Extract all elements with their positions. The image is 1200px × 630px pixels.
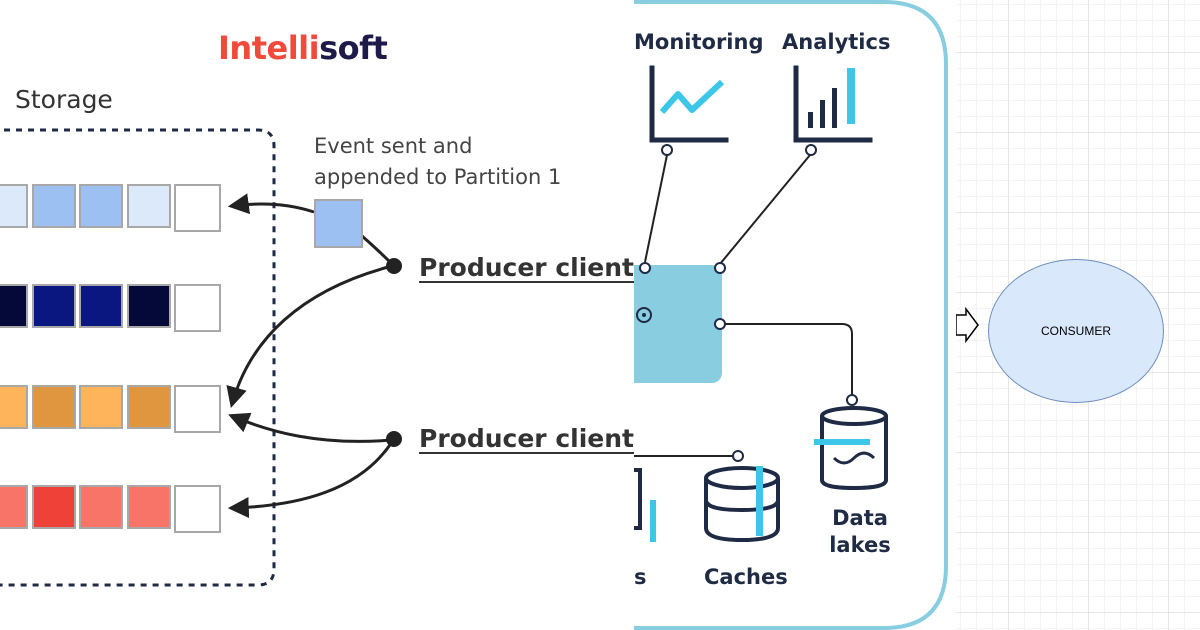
event-description-line1: Event sent and <box>314 134 473 158</box>
partition-cell <box>79 485 123 529</box>
producer-client-2-label: Producer client <box>419 424 634 453</box>
caches-database-icon <box>704 466 780 543</box>
kafka-node <box>634 265 722 383</box>
move-cursor-icon <box>956 306 979 344</box>
consumer-node[interactable]: CONSUMER <box>988 259 1164 403</box>
partition-cell <box>32 284 76 328</box>
logo-text-soft: soft <box>319 29 388 67</box>
monitoring-chart-icon <box>649 65 729 156</box>
partial-database-icon <box>634 468 656 542</box>
consumer-label: CONSUMER <box>1040 324 1111 338</box>
analytics-label: Analytics <box>782 30 891 54</box>
event-description-line2: appended to Partition 1 <box>314 165 562 189</box>
kafka-node-port <box>714 262 726 274</box>
partition-cell <box>174 184 221 232</box>
caches-label: Caches <box>704 565 788 589</box>
system-diagram-graphics <box>634 0 948 630</box>
diagram-canvas[interactable]: CONSUMER <box>956 0 1200 630</box>
partition-cell <box>32 385 76 429</box>
partition-cell <box>127 184 171 228</box>
registered-mark-icon <box>636 307 652 323</box>
producer-client-1-label: Producer client <box>419 253 634 282</box>
event-arrow <box>227 193 315 215</box>
producer1-arrow <box>226 264 393 409</box>
partition-cell <box>0 385 28 429</box>
partition-cell <box>0 184 28 228</box>
partition-cell <box>0 485 28 529</box>
producer2-arrow-down <box>227 441 394 518</box>
event-description: Event sent and appended to Partition 1 <box>314 131 561 193</box>
partition-cell <box>79 284 123 328</box>
analytics-connector <box>719 154 811 265</box>
system-boundary <box>634 0 948 630</box>
partition-cell <box>32 184 76 228</box>
kafka-node-port <box>639 262 651 274</box>
partition-cell <box>174 284 221 332</box>
partition-cell <box>127 485 171 529</box>
kafka-partition-diagram: Intellisoft Storage Event sent and appen… <box>0 28 634 587</box>
producer2-dot <box>386 431 402 447</box>
partition-cell <box>32 485 76 529</box>
partition-cell <box>127 284 171 328</box>
logo-text-intelli: Intelli <box>218 29 320 67</box>
data-lakes-connector <box>725 323 853 396</box>
kafka-node-port <box>714 318 726 330</box>
system-architecture-diagram: Monitoring Analytics Caches s Data lakes <box>634 0 956 630</box>
producer1-dot <box>386 258 402 274</box>
partial-label: s <box>634 565 647 589</box>
producer2-arrow-up <box>228 412 393 443</box>
event-connector <box>361 234 394 266</box>
storage-connector-lines <box>0 128 402 587</box>
storage-boundary <box>0 128 276 587</box>
partition-cell <box>174 385 221 433</box>
data-lakes-icon <box>814 406 888 491</box>
partition-cell <box>127 385 171 429</box>
partition-cell <box>174 485 221 533</box>
storage-label: Storage <box>15 85 113 114</box>
monitoring-connector <box>644 154 668 263</box>
partition-cell <box>79 385 123 429</box>
partition-cell <box>0 284 28 328</box>
partition-cell <box>79 184 123 228</box>
data-lakes-label-line1: Data <box>832 506 888 530</box>
data-lakes-label-line2: lakes <box>829 533 891 557</box>
monitoring-label: Monitoring <box>634 30 764 54</box>
data-lakes-label: Data lakes <box>820 505 900 559</box>
intellisoft-logo: Intellisoft <box>218 28 388 68</box>
event-box <box>314 199 363 248</box>
analytics-bar-chart-icon <box>793 65 873 156</box>
